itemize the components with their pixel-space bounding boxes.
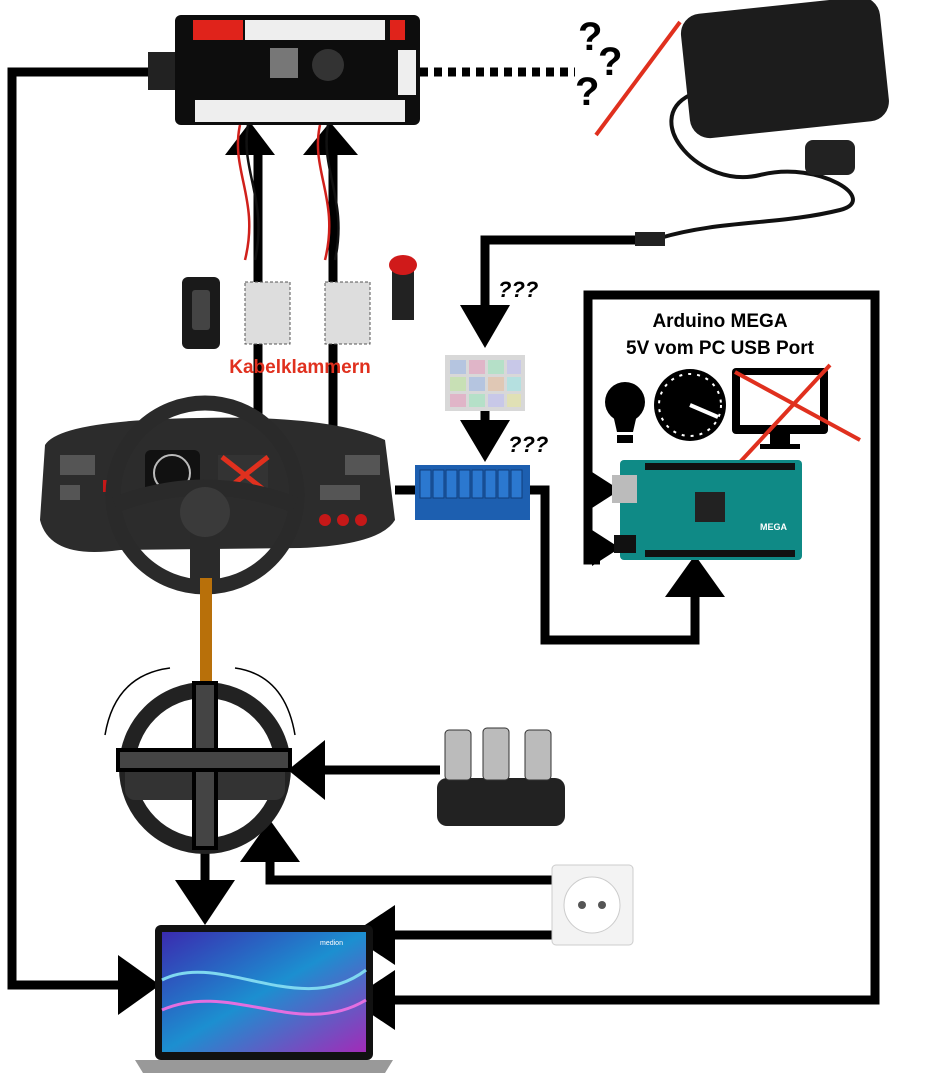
gauge-icon (654, 369, 726, 441)
arrow-up-icon (240, 820, 300, 862)
arrow-down-icon (460, 305, 510, 348)
arrow-right-icon (118, 955, 160, 1015)
question-marks-icon: ? (598, 40, 622, 84)
arrow-left-icon (288, 740, 325, 800)
board-logo: MEGA (760, 522, 788, 532)
power-socket (551, 864, 634, 946)
laptop-brand: medion (320, 940, 343, 947)
clamps-label: Kabelklammern (229, 357, 371, 378)
arrow-down-icon (460, 420, 510, 462)
arrow-up-icon (665, 555, 725, 597)
usb-encoder-board (148, 15, 420, 125)
arrowheads (118, 122, 725, 1030)
light-bulb-icon (605, 382, 645, 443)
cables (236, 124, 340, 261)
unknown-relay-label: ??? (508, 432, 548, 457)
arrow-right-icon (592, 530, 620, 566)
gaming-steering-wheel (104, 667, 296, 854)
red-slash-icon (594, 20, 682, 137)
arduino-title: Arduino MEGA (652, 311, 787, 332)
steering-shaft (200, 578, 212, 688)
arduino-power-label: 5V vom PC USB Port (626, 338, 815, 359)
relay-module-small (445, 355, 525, 411)
adapter-to-relay-line (480, 235, 640, 310)
arrow-up-icon (225, 122, 275, 155)
rocker-switch-paddle (192, 290, 210, 330)
question-marks-icon: ? (575, 70, 599, 114)
red-cross-icon (726, 363, 861, 477)
arrow-right-icon (592, 472, 620, 508)
socket-to-wheel-line (265, 855, 552, 885)
relay-to-arduino-line (528, 485, 700, 645)
pedals (437, 727, 565, 826)
cable-clamp-1 (244, 281, 291, 345)
cable-clamp-2 (324, 281, 371, 345)
usb-encoder-to-laptop-line (7, 67, 150, 990)
laptop: medion (135, 925, 393, 1073)
red-push-button (389, 255, 417, 320)
arrow-up-icon (303, 122, 358, 155)
power-adapter (635, 0, 889, 246)
unknown-power-label: ??? (498, 277, 538, 302)
relay-board (415, 465, 530, 520)
arrow-down-icon (175, 880, 235, 925)
question-marks-icon: ? (578, 15, 602, 59)
arduino-mega-board: MEGA (612, 460, 802, 560)
